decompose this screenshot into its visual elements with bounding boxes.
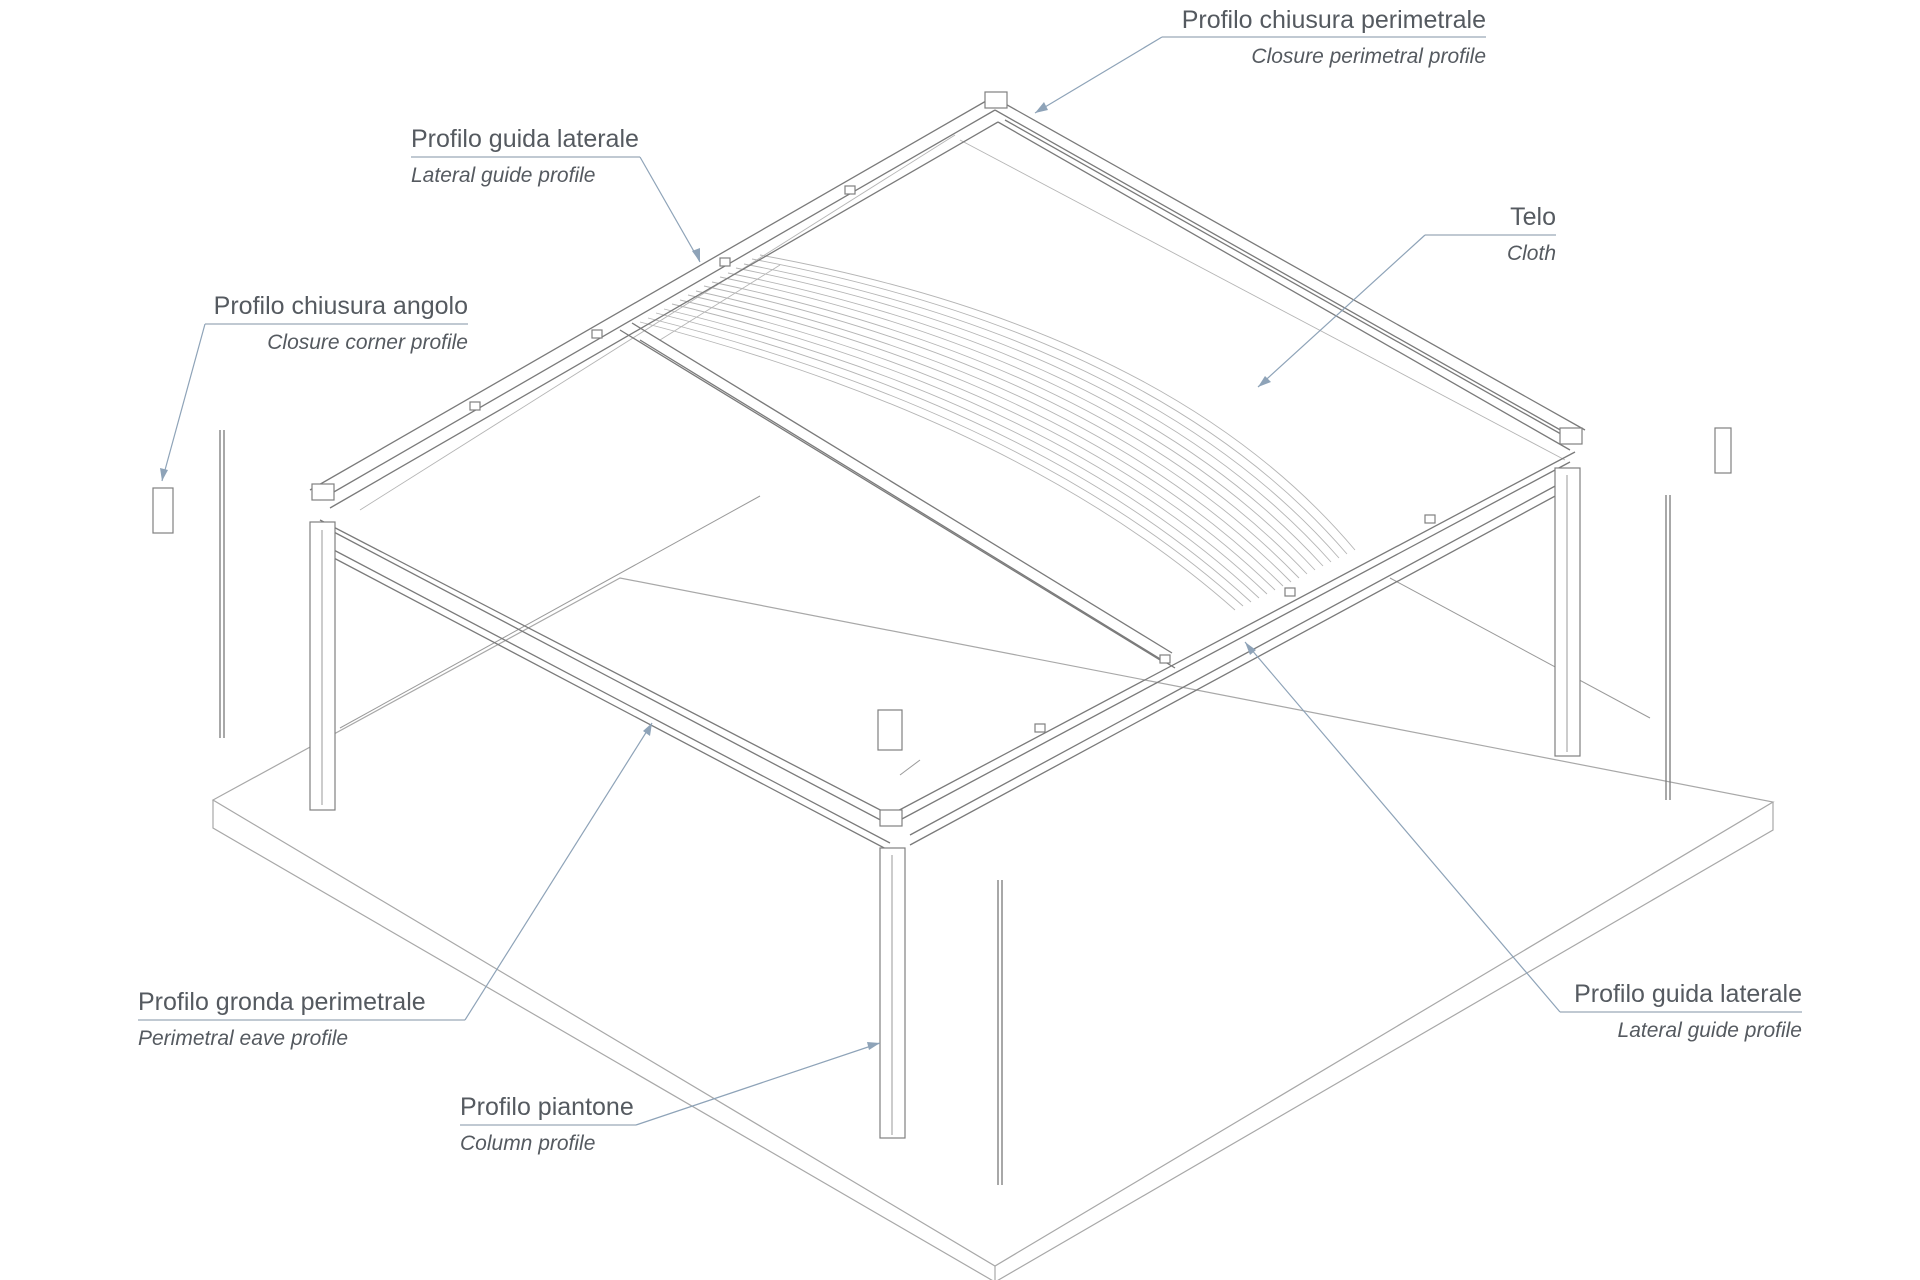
label-column-en: Column profile xyxy=(460,1132,595,1155)
label-cloth: Telo Cloth xyxy=(1507,203,1556,265)
label-column: Profilo piantone Column profile xyxy=(460,1093,634,1155)
roof-frame xyxy=(309,91,1586,852)
ground-footprint xyxy=(339,495,1651,776)
label-lateral-guide-top-en: Lateral guide profile xyxy=(411,164,595,187)
label-perimetral-eave-it: Profilo gronda perimetrale xyxy=(138,988,426,1016)
label-lateral-guide-right-en: Lateral guide profile xyxy=(1618,1019,1802,1042)
label-perimetral-eave-en: Perimetral eave profile xyxy=(138,1027,348,1050)
label-lateral-guide-right: Profilo guida laterale Lateral guide pro… xyxy=(1574,980,1802,1042)
label-closure-perimetral: Profilo chiusura perimetrale Closure per… xyxy=(1182,6,1486,68)
label-lateral-guide-top-it: Profilo guida laterale xyxy=(411,125,639,153)
label-column-it: Profilo piantone xyxy=(460,1093,634,1121)
base-slab xyxy=(211,577,1775,1280)
exploded-parts xyxy=(152,427,1732,1185)
label-lateral-guide-top: Profilo guida laterale Lateral guide pro… xyxy=(411,125,639,187)
columns xyxy=(309,467,1581,1139)
label-closure-corner-it: Profilo chiusura angolo xyxy=(214,292,468,320)
leader-lines xyxy=(138,36,1802,1126)
cloth-panel xyxy=(359,134,1566,611)
label-closure-perimetral-en: Closure perimetral profile xyxy=(1251,45,1486,68)
label-closure-perimetral-it: Profilo chiusura perimetrale xyxy=(1182,6,1486,34)
label-cloth-en: Cloth xyxy=(1507,242,1556,265)
label-closure-corner: Profilo chiusura angolo Closure corner p… xyxy=(214,292,468,354)
label-cloth-it: Telo xyxy=(1510,203,1556,231)
label-closure-corner-en: Closure corner profile xyxy=(267,331,468,354)
label-perimetral-eave: Profilo gronda perimetrale Perimetral ea… xyxy=(138,988,426,1050)
label-lateral-guide-right-it: Profilo guida laterale xyxy=(1574,980,1802,1008)
